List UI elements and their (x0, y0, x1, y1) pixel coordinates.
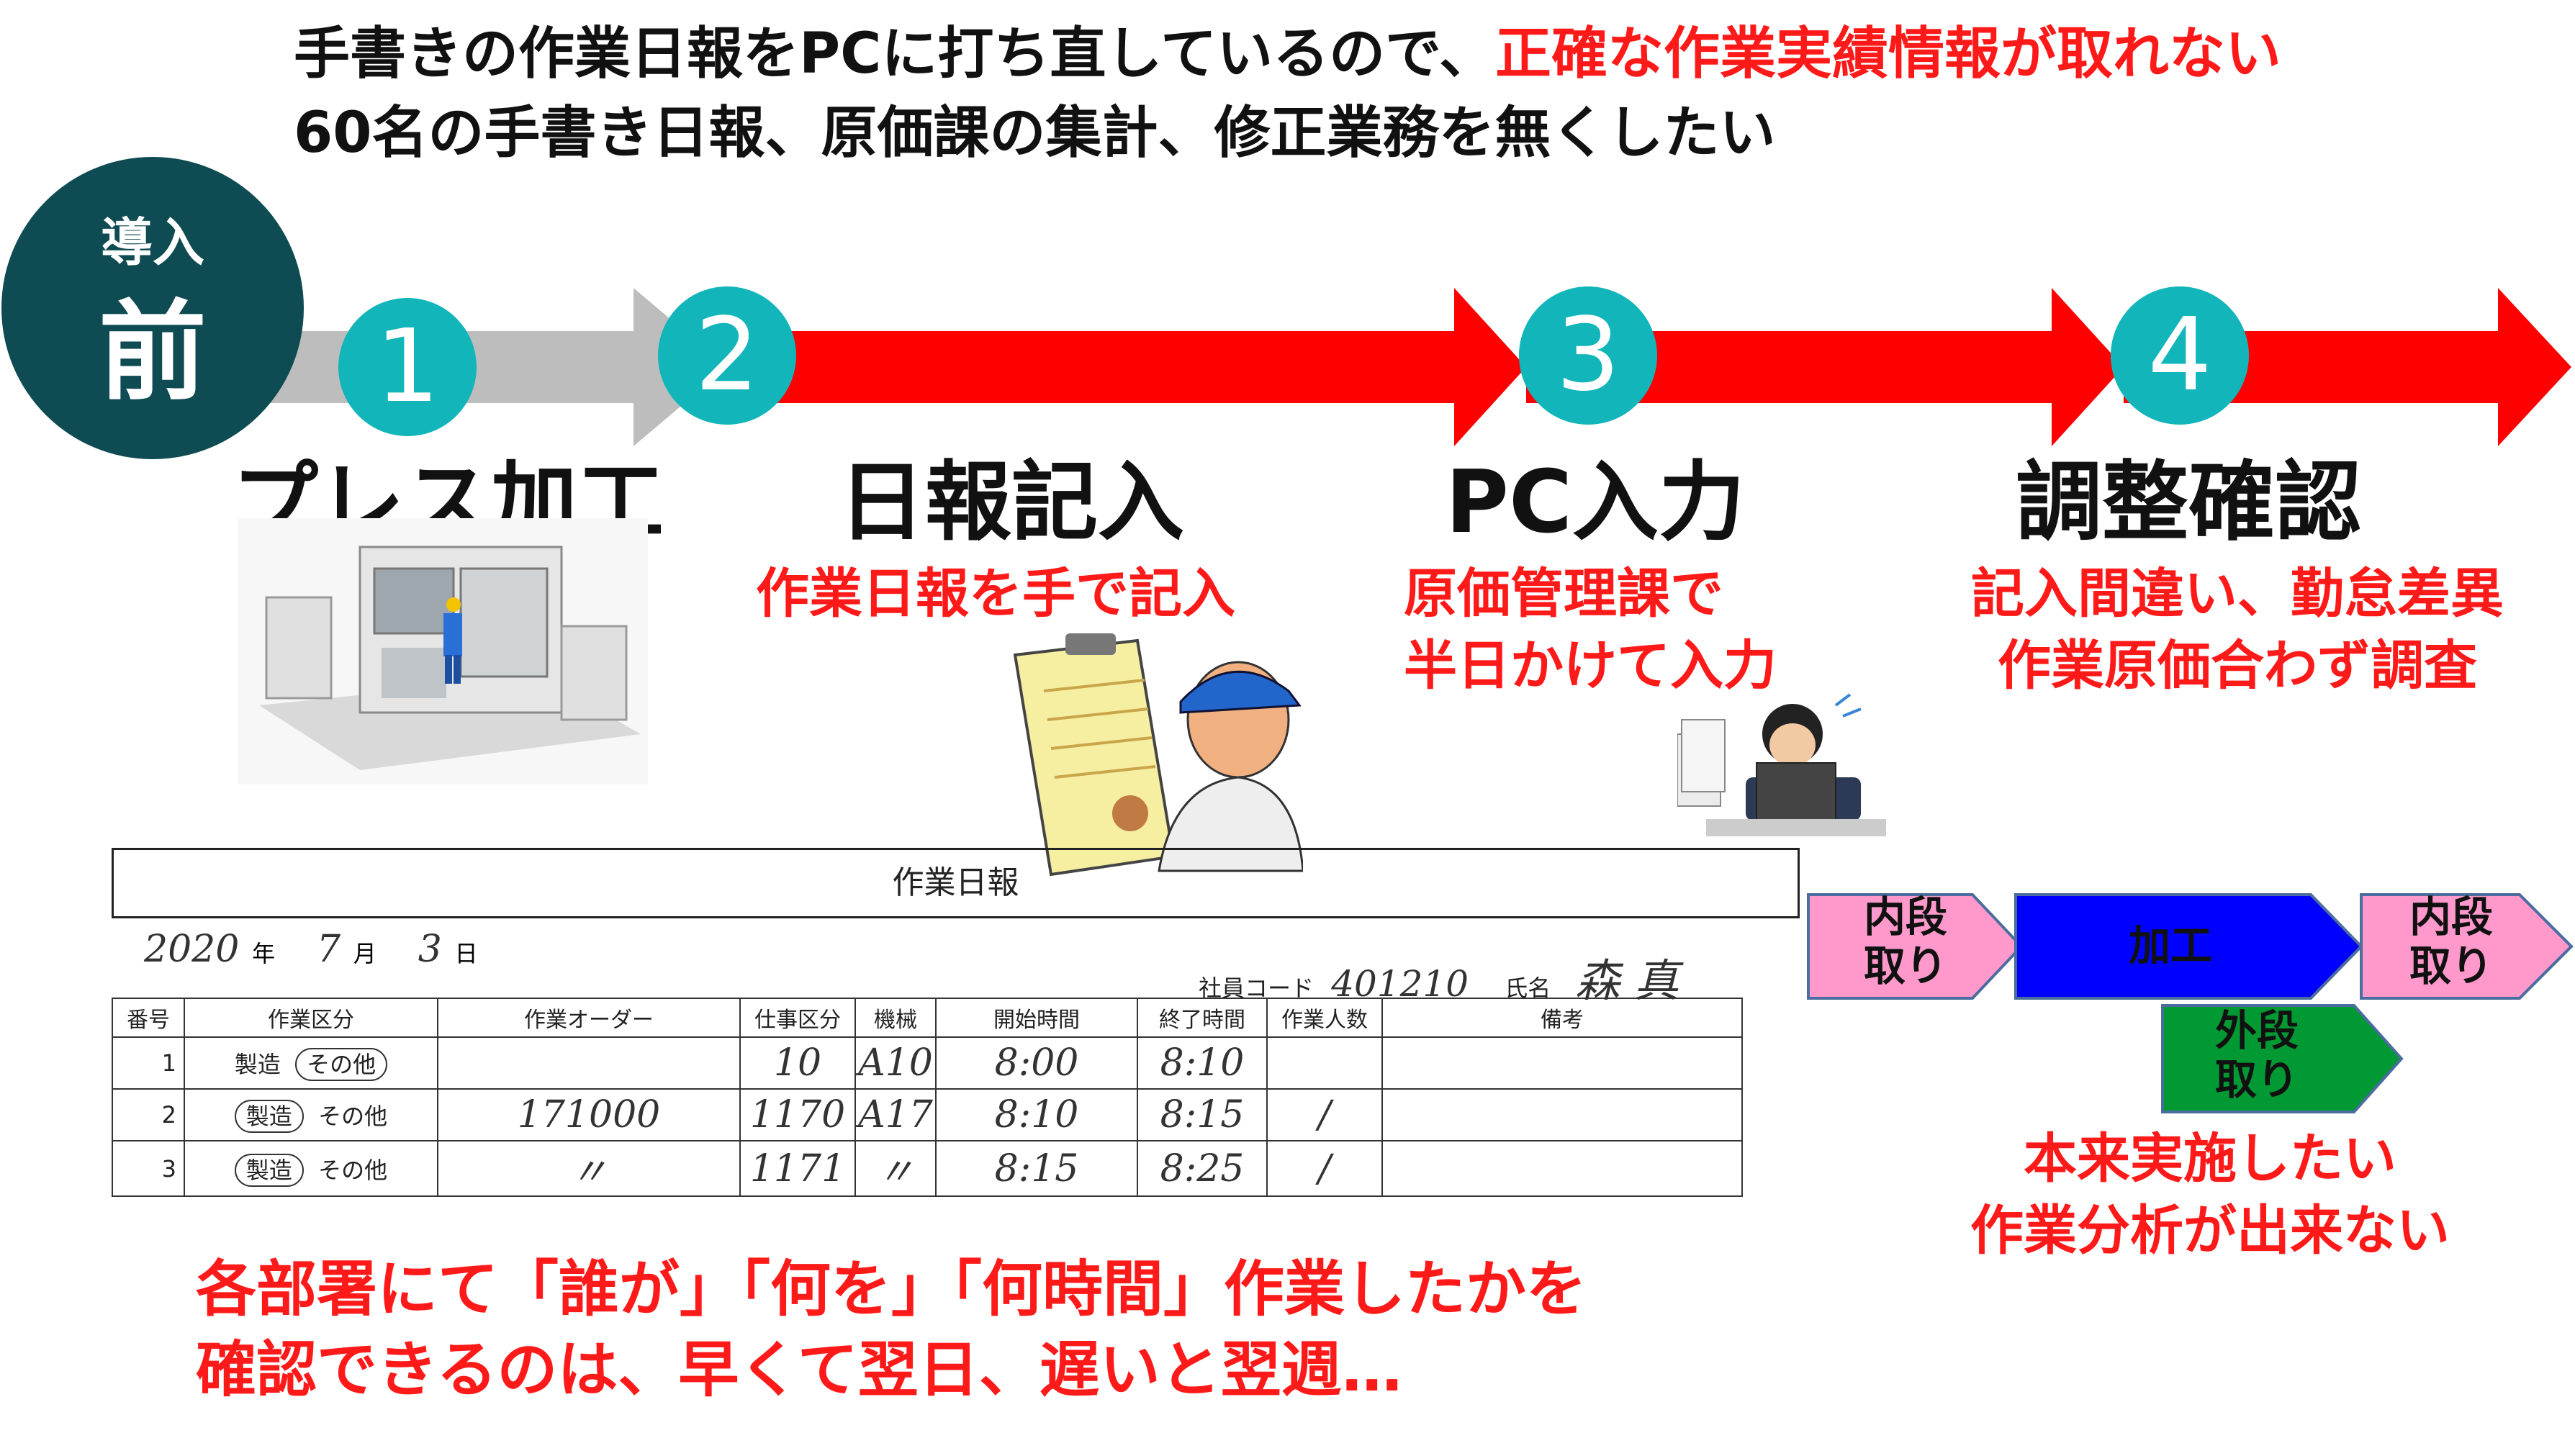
step-4-number: 4 (2111, 286, 2249, 425)
daily-report-table: 番号 作業区分 作業オーダー 仕事区分 機械 開始時間 終了時間 作業人数 備考… (112, 998, 1743, 1197)
work-flow-diagram (1807, 893, 2574, 1113)
column-header: 機械 (854, 998, 937, 1038)
step-2-number: 2 (658, 286, 796, 425)
step-4-note: 記入間違い、勤怠差異 作業原価合わず調査 (1971, 563, 2504, 697)
column-header: 終了時間 (1137, 998, 1268, 1038)
footer-message: 各部署にて「誰が」「何を」「何時間」作業したかを 確認できるのは、早くて翌日、遅… (196, 1254, 1587, 1405)
press-machine-illustration (238, 518, 648, 784)
process-label: 加工 (2128, 921, 2212, 970)
inner-setup-label-2: 内段 取り (2409, 892, 2493, 990)
report-title-box (112, 848, 1800, 918)
red-arrow-2 (727, 288, 1526, 446)
step-2-label: 日報記入 (839, 453, 1184, 553)
outer-setup-label: 外段 取り (2214, 1006, 2299, 1104)
table-row: 3 製造 その他 〃 1171 〃 8:15 8:25 / (112, 1140, 1743, 1197)
column-header: 作業人数 (1266, 998, 1383, 1038)
inner-setup-shape-2 (2360, 893, 2574, 1000)
worker-clipboard-illustration (1013, 633, 1303, 877)
column-header: 作業区分 (184, 998, 438, 1038)
column-header: 番号 (112, 998, 185, 1038)
column-header: 備考 (1381, 998, 1743, 1038)
table-row: 1 製造 その他 10 A10 8:00 8:10 (112, 1036, 1743, 1090)
step-3-note: 原価管理課で 半日かけて入力 (1404, 563, 1777, 697)
header-line-2: 60名の手書き日報、原価課の集計、修正業務を無くしたい (294, 101, 1776, 166)
red-arrow-3 (1526, 288, 2124, 446)
badge-small-text: 導入 (100, 212, 204, 273)
before-introduction-badge: 導入 前 (1, 157, 304, 459)
step-3-number: 3 (1519, 286, 1657, 425)
office-worker-illustration (1677, 693, 1886, 836)
inner-setup-label: 内段 取り (1863, 892, 1947, 990)
column-header: 作業オーダー (437, 998, 741, 1038)
step-1-number: 1 (338, 298, 477, 436)
report-date: 2020 年 7 月 3 日 (144, 928, 478, 971)
red-arrow-4 (2124, 288, 2571, 446)
table-header-row: 番号 作業区分 作業オーダー 仕事区分 機械 開始時間 終了時間 作業人数 備考 (112, 998, 1743, 1038)
inner-setup-shape (1807, 893, 2024, 1000)
column-header: 仕事区分 (739, 998, 856, 1038)
analysis-note: 本来実施したい 作業分析が出来ない (1970, 1128, 2450, 1262)
step-3-label: PC入力 (1446, 453, 1746, 553)
process-shape (2014, 893, 2363, 1000)
badge-big-text: 前 (98, 290, 207, 415)
table-row: 2 製造 その他 171000 1170 A17 8:10 8:15 / (112, 1088, 1743, 1141)
report-title: 作業日報 (892, 864, 1019, 901)
step-4-label: 調整確認 (2016, 453, 2361, 553)
header-line-1: 手書きの作業日報をPCに打ち直しているので、正確な作業実績情報が取れない (294, 22, 2281, 86)
column-header: 開始時間 (935, 998, 1138, 1038)
header-message: 手書きの作業日報をPCに打ち直しているので、正確な作業実績情報が取れない 60名… (294, 14, 2281, 173)
outer-setup-shape (2161, 1004, 2404, 1113)
step-2-note: 作業日報を手で記入 (756, 563, 1235, 625)
